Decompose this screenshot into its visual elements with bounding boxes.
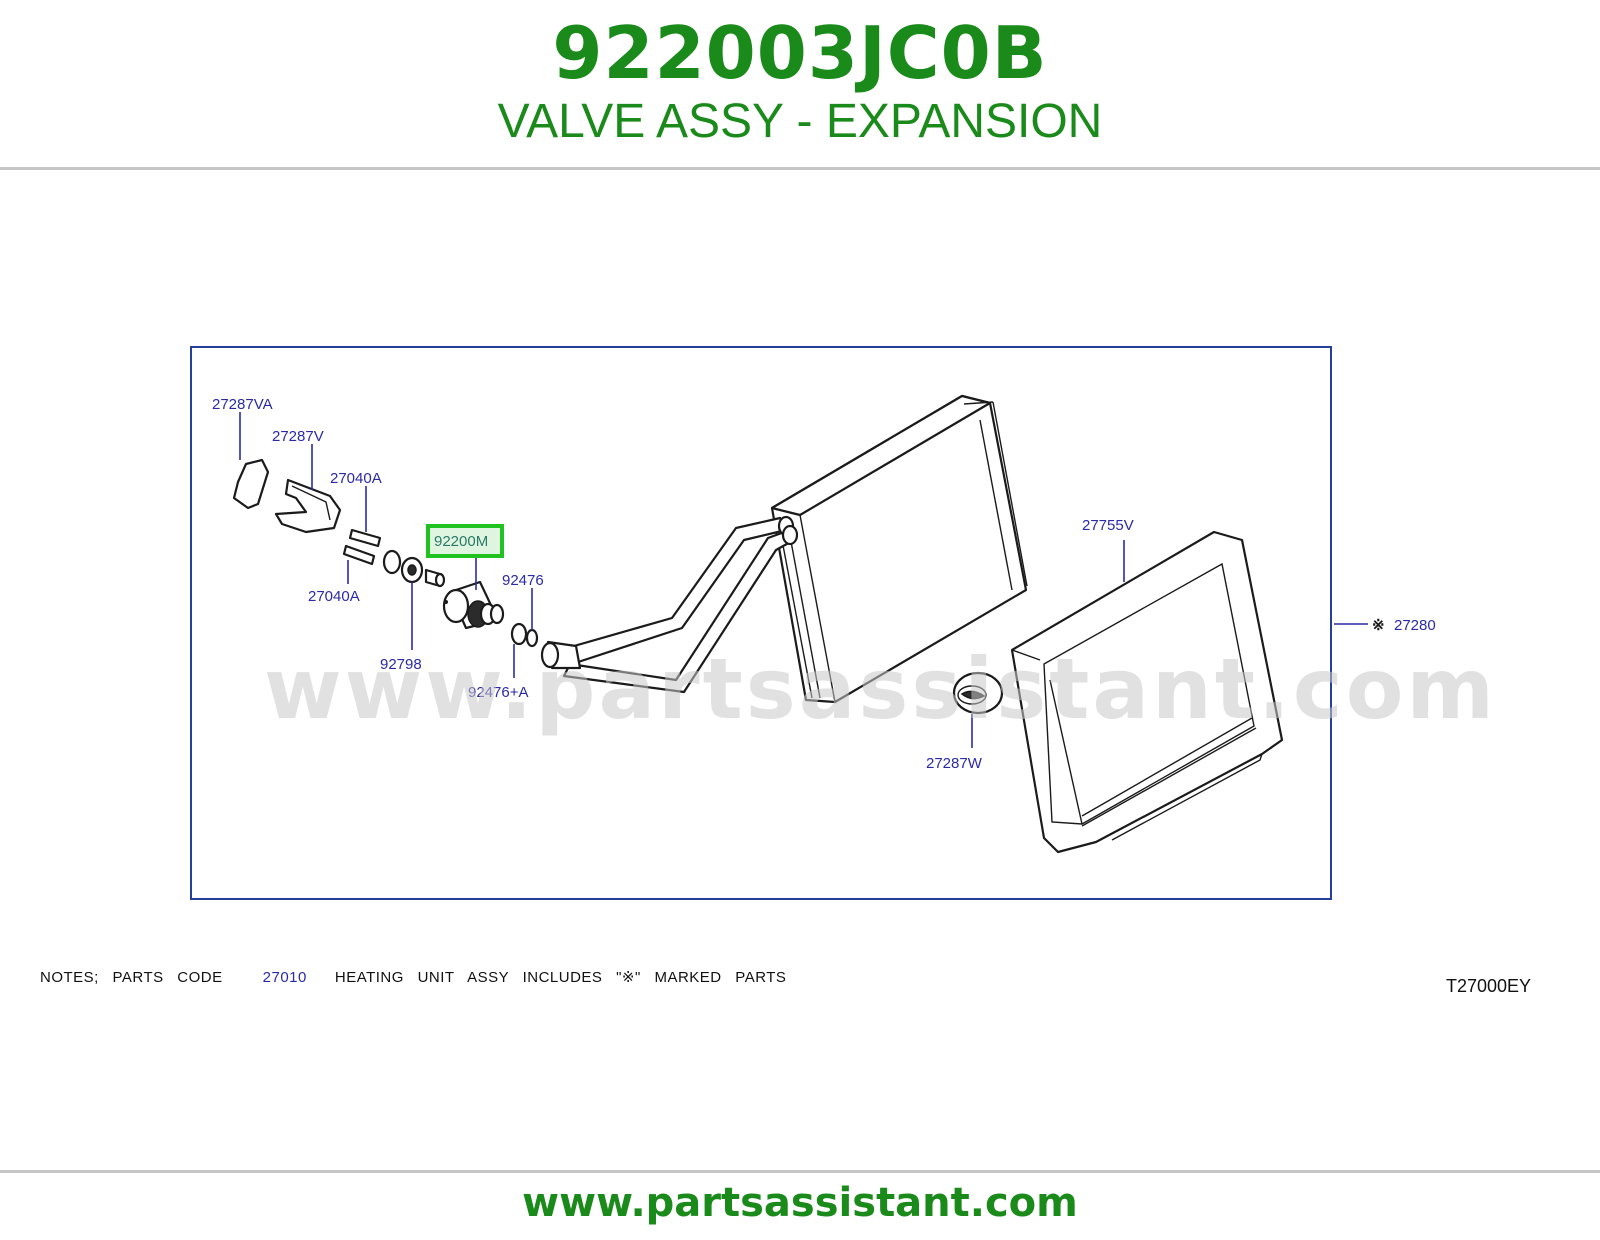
- watermark-text: www.partsassistant.com: [264, 640, 1497, 738]
- callout-92476[interactable]: 92476: [502, 572, 544, 589]
- callout-92798[interactable]: 92798: [380, 656, 422, 673]
- header-divider: [0, 167, 1600, 170]
- grommet-drawing: [952, 671, 1004, 715]
- callout-27040A-bottom[interactable]: 27040A: [308, 588, 360, 605]
- part-number-title: 922003JC0B: [552, 11, 1048, 95]
- evaporator-core-drawing: [770, 394, 1028, 704]
- o-rings-drawing: [510, 622, 539, 648]
- callout-92476A[interactable]: 92476+A: [468, 684, 528, 701]
- footer-url-link[interactable]: www.partsassistant.com: [522, 1180, 1078, 1226]
- highlighted-callout-box[interactable]: [426, 524, 504, 558]
- callout-27040A-top[interactable]: 27040A: [330, 470, 382, 487]
- diagram-code: T27000EY: [1446, 976, 1532, 996]
- callout-27287V[interactable]: 27287V: [272, 428, 324, 445]
- insulator-clamp-drawing: [232, 458, 342, 534]
- parts-notes: NOTES; PARTS CODE 27010 HEATING UNIT ASSY …: [40, 968, 786, 986]
- expansion-valve-drawing: [442, 580, 505, 630]
- page-header: 922003JC0B VALVE ASSY - EXPANSION: [0, 0, 1600, 168]
- notes-suffix: HEATING UNIT ASSY INCLUDES "※" MARKED PA…: [334, 969, 787, 986]
- diagram-frame: [190, 346, 1332, 900]
- pins-drawing: [342, 528, 382, 566]
- callout-27287W[interactable]: 27287W: [926, 755, 983, 772]
- housing-frame-drawing: [1010, 530, 1284, 854]
- callout-27287VA[interactable]: 27287VA: [212, 396, 273, 413]
- notes-parts-code[interactable]: 27010: [262, 969, 307, 986]
- part-name-subtitle: VALVE ASSY - EXPANSION: [497, 95, 1103, 148]
- marked-symbol: ※: [1372, 617, 1385, 634]
- callout-92200M[interactable]: 92200M: [434, 533, 488, 550]
- callout-27755V[interactable]: 27755V: [1082, 517, 1134, 534]
- callout-27280[interactable]: 27280: [1394, 617, 1436, 634]
- footer-divider: [0, 1170, 1600, 1173]
- notes-prefix: NOTES; PARTS CODE: [40, 969, 223, 986]
- refrigerant-pipes-drawing: [540, 515, 799, 694]
- washer-bolt-drawing: [382, 549, 446, 588]
